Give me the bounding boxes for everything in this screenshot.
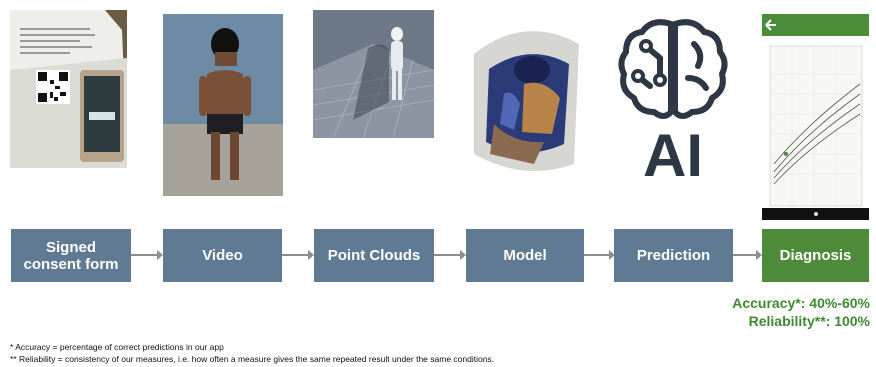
reliability-footnote: ** Reliability = consistency of our meas… xyxy=(10,354,495,364)
accuracy-footnote: * Accuracy = percentage of correct predi… xyxy=(10,342,224,352)
step-prediction: Prediction xyxy=(614,229,733,282)
step-model: Model xyxy=(466,229,584,282)
arrow-4 xyxy=(584,250,615,260)
growth-chart-phone-screen xyxy=(762,14,869,220)
arrow-2 xyxy=(282,250,314,260)
step-video: Video xyxy=(163,229,282,282)
arrow-3 xyxy=(434,250,466,260)
brain-circuit-icon xyxy=(618,19,728,119)
back-arrow-icon xyxy=(765,19,776,31)
reliability-metric: Reliability**: 100% xyxy=(748,313,870,329)
3d-model-render xyxy=(464,14,584,182)
consent-form-photo xyxy=(10,10,127,168)
step-point-clouds: Point Clouds xyxy=(314,229,434,282)
point-cloud-render xyxy=(313,10,434,138)
arrow-1 xyxy=(131,250,163,260)
step-signed-consent-form: Signed consent form xyxy=(11,229,131,282)
child-video-photo xyxy=(163,14,283,196)
accuracy-metric: Accuracy*: 40%-60% xyxy=(732,295,870,311)
arrow-5 xyxy=(733,250,762,260)
ai-label: AI xyxy=(643,122,703,189)
step-diagnosis: Diagnosis xyxy=(762,229,869,282)
ai-brain-graphic: AI xyxy=(614,14,732,189)
